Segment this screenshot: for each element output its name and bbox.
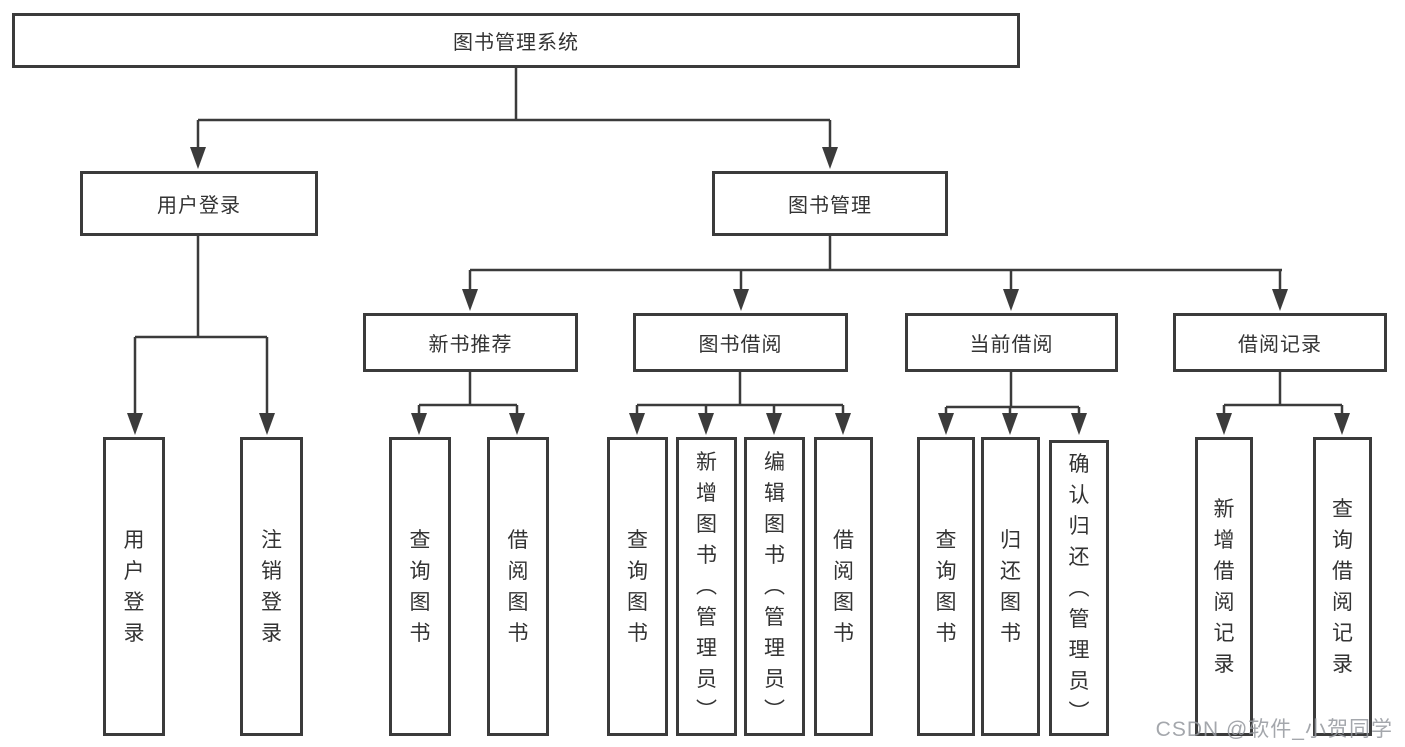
- leaf-query-books-recommend: 查询图书: [389, 437, 451, 736]
- leaf-add-borrow-record: 新增借阅记录: [1195, 437, 1253, 736]
- leaf-borrow-books-recommend: 借阅图书: [487, 437, 549, 736]
- leaf-add-books-admin: 新增图书︵管理员︶: [676, 437, 737, 736]
- watermark: CSDN @软件_小贺同学: [1155, 718, 1393, 741]
- leaf-return-books: 归还图书: [981, 437, 1040, 736]
- node-user-login: 用户登录: [80, 171, 318, 236]
- leaf-edit-books-admin: 编辑图书︵管理员︶: [744, 437, 805, 736]
- node-root: 图书管理系统: [12, 13, 1020, 68]
- leaf-user-login: 用户登录: [103, 437, 165, 736]
- node-book-borrow: 图书借阅: [633, 313, 848, 372]
- leaf-borrow-books: 借阅图书: [814, 437, 873, 736]
- leaf-query-books-current: 查询图书: [917, 437, 975, 736]
- node-borrow-records: 借阅记录: [1173, 313, 1387, 372]
- leaf-query-borrow-record: 查询借阅记录: [1313, 437, 1372, 736]
- node-current-borrow: 当前借阅: [905, 313, 1118, 372]
- leaf-logout-login: 注销登录: [240, 437, 303, 736]
- leaf-query-books-borrow: 查询图书: [607, 437, 668, 736]
- node-book-management: 图书管理: [712, 171, 948, 236]
- node-new-book-recommend: 新书推荐: [363, 313, 578, 372]
- leaf-confirm-return-admin: 确认归还︵管理员︶: [1049, 440, 1109, 736]
